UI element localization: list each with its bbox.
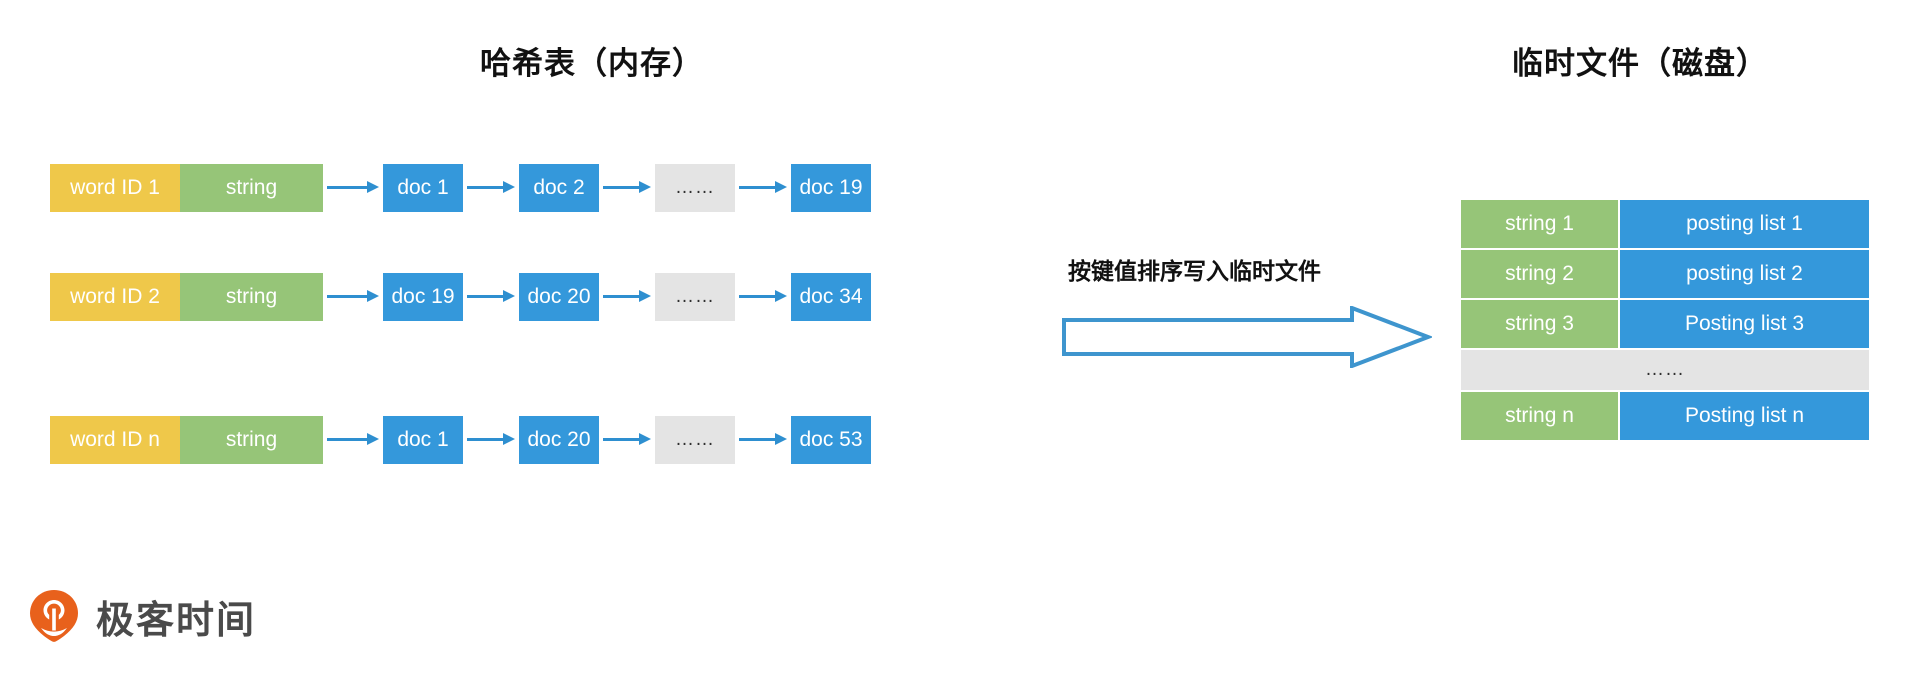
link-arrow-icon [323, 164, 383, 212]
doc-ellipsis-node: …… [655, 416, 735, 464]
doc-node: doc 1 [383, 416, 463, 464]
string-cell: string [180, 416, 323, 464]
link-arrow-icon [599, 416, 655, 464]
temp-file-row: string n Posting list n [1461, 392, 1869, 440]
doc-node: doc 2 [519, 164, 599, 212]
hash-table-row: word ID n string doc 1 doc 20 …… doc 53 [50, 416, 871, 464]
temp-posting-list-cell: posting list 1 [1620, 200, 1869, 248]
temp-string-cell: string 3 [1461, 300, 1618, 348]
temp-file-row: string 3 Posting list 3 [1461, 300, 1869, 348]
link-arrow-icon [323, 416, 383, 464]
block-right-arrow-icon [1062, 306, 1432, 368]
hash-table-row: word ID 2 string doc 19 doc 20 …… doc 34 [50, 273, 871, 321]
brand-logo-text: 极客时间 [96, 599, 257, 642]
link-arrow-icon [599, 273, 655, 321]
string-cell: string [180, 273, 323, 321]
brand-logo: 极客时间 [26, 588, 256, 644]
link-arrow-icon [323, 273, 383, 321]
link-arrow-icon [735, 164, 791, 212]
hash-table-title: 哈希表（内存） [480, 46, 704, 81]
doc-ellipsis-node: …… [655, 164, 735, 212]
doc-node: doc 53 [791, 416, 871, 464]
doc-node: doc 19 [791, 164, 871, 212]
temp-file-ellipsis-row: …… [1461, 350, 1869, 390]
temp-posting-list-cell: Posting list n [1620, 392, 1869, 440]
temp-ellipsis-cell: …… [1461, 350, 1869, 390]
word-id-cell: word ID n [50, 416, 180, 464]
temp-string-cell: string 1 [1461, 200, 1618, 248]
link-arrow-icon [735, 273, 791, 321]
word-id-cell: word ID 1 [50, 164, 180, 212]
link-arrow-icon [463, 273, 519, 321]
hash-table-row: word ID 1 string doc 1 doc 2 …… doc 19 [50, 164, 871, 212]
string-cell: string [180, 164, 323, 212]
word-id-cell: word ID 2 [50, 273, 180, 321]
hash-entry: word ID 1 string [50, 164, 323, 212]
doc-node: doc 20 [519, 273, 599, 321]
hash-entry: word ID n string [50, 416, 323, 464]
transfer-label: 按键值排序写入临时文件 [1068, 258, 1321, 284]
hash-entry: word ID 2 string [50, 273, 323, 321]
temp-string-cell: string 2 [1461, 250, 1618, 298]
link-arrow-icon [463, 164, 519, 212]
temp-string-cell: string n [1461, 392, 1618, 440]
temp-file-row: string 2 posting list 2 [1461, 250, 1869, 298]
temp-file-title: 临时文件（磁盘） [1512, 46, 1768, 81]
doc-node: doc 34 [791, 273, 871, 321]
temp-posting-list-cell: posting list 2 [1620, 250, 1869, 298]
doc-node: doc 19 [383, 273, 463, 321]
link-arrow-icon [735, 416, 791, 464]
link-arrow-icon [463, 416, 519, 464]
doc-node: doc 1 [383, 164, 463, 212]
doc-ellipsis-node: …… [655, 273, 735, 321]
temp-file-table: string 1 posting list 1 string 2 posting… [1461, 200, 1869, 440]
temp-file-row: string 1 posting list 1 [1461, 200, 1869, 248]
temp-posting-list-cell: Posting list 3 [1620, 300, 1869, 348]
doc-node: doc 20 [519, 416, 599, 464]
geek-time-pin-icon [30, 590, 78, 642]
link-arrow-icon [599, 164, 655, 212]
